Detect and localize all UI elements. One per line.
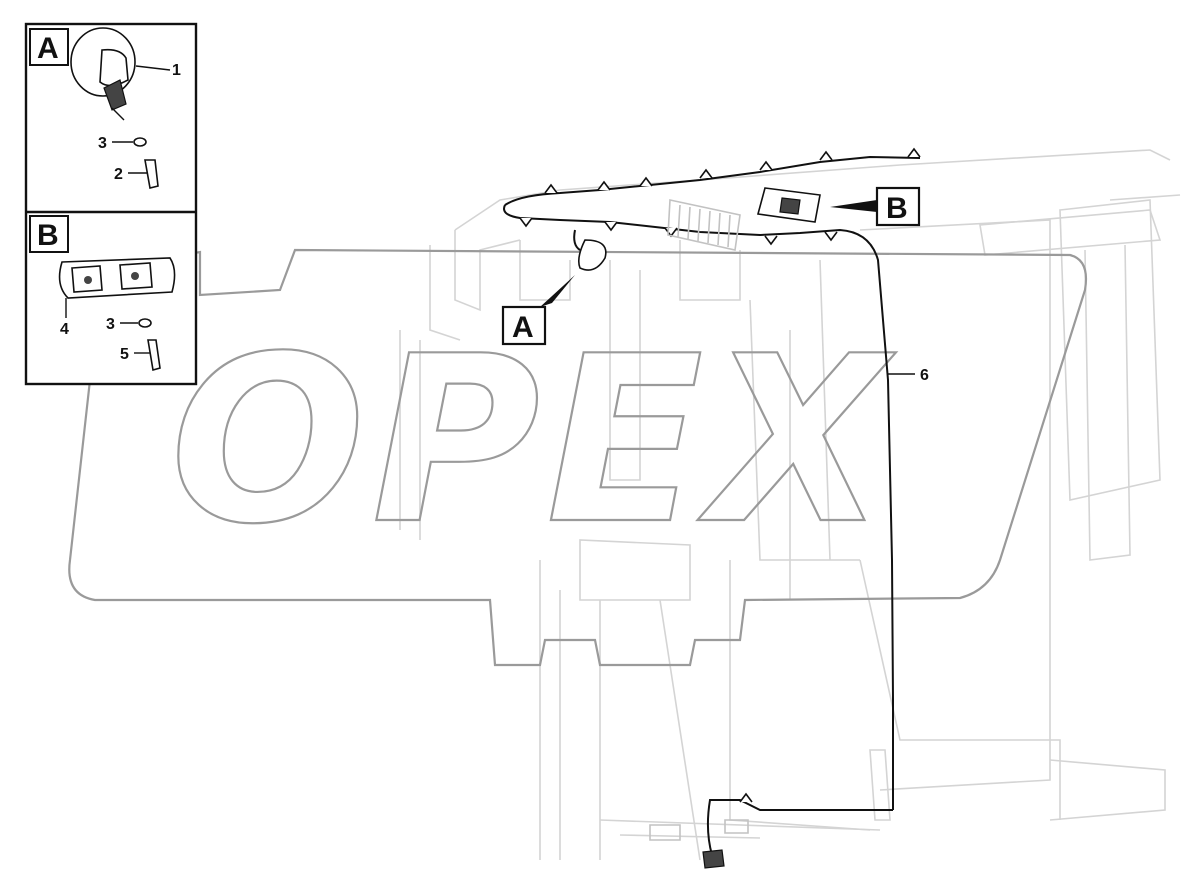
detail-a-callout-3: 3 — [98, 135, 107, 152]
washer-part-b — [138, 318, 152, 328]
callout-box-b: B — [830, 186, 921, 227]
detail-a-letter: A — [37, 32, 59, 65]
vent-grille — [667, 199, 741, 251]
screw-part — [144, 159, 159, 189]
callout-b-label: B — [886, 192, 908, 225]
detail-b-callout-3: 3 — [106, 316, 115, 333]
map-light-part — [58, 257, 176, 299]
callout-box-a: A — [501, 275, 575, 346]
map-light-location — [756, 187, 821, 223]
detail-b-letter: B — [37, 219, 59, 252]
watermark-text: OPEX — [170, 308, 896, 575]
dome-lamp-part — [70, 27, 136, 121]
detail-view-b: B 4 3 5 — [29, 215, 176, 372]
harness-callout: 6 — [888, 367, 929, 384]
detail-b-callout-5: 5 — [120, 346, 129, 363]
detail-b-callout-4: 4 — [60, 321, 69, 338]
roof-harness — [503, 147, 921, 869]
harness-clips — [519, 147, 921, 803]
detail-a-callout-1: 1 — [172, 62, 181, 79]
dome-lamp-location — [578, 239, 607, 271]
screw-part-b — [147, 339, 161, 372]
detail-view-a: A 1 3 2 — [29, 27, 181, 189]
opex-watermark: OPEX — [68, 248, 1088, 667]
detail-panel-group: A 1 3 2 B — [24, 22, 198, 386]
callout-a-label: A — [512, 311, 534, 344]
harness-end-connector — [702, 849, 725, 869]
cab-ghost-outline — [399, 149, 1181, 861]
harness-callout-label: 6 — [920, 367, 929, 384]
washer-part — [133, 137, 147, 147]
detail-a-callout-2: 2 — [114, 166, 123, 183]
